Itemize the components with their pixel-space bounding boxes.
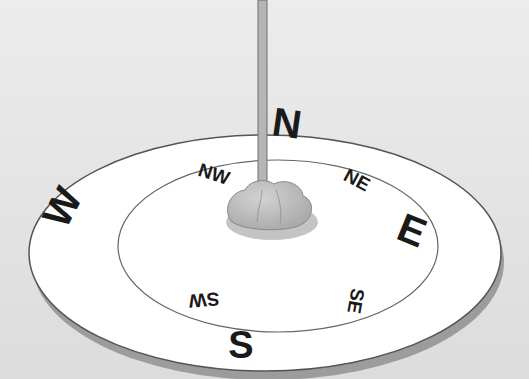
stick: [258, 0, 267, 200]
clay-lump: [228, 181, 312, 230]
direction-label: N: [270, 101, 304, 145]
direction-label: S: [228, 326, 253, 364]
clay-crease: [257, 190, 281, 224]
direction-label: SE: [344, 287, 367, 315]
plate-rim: [118, 160, 438, 332]
direction-label: SW: [188, 289, 220, 311]
